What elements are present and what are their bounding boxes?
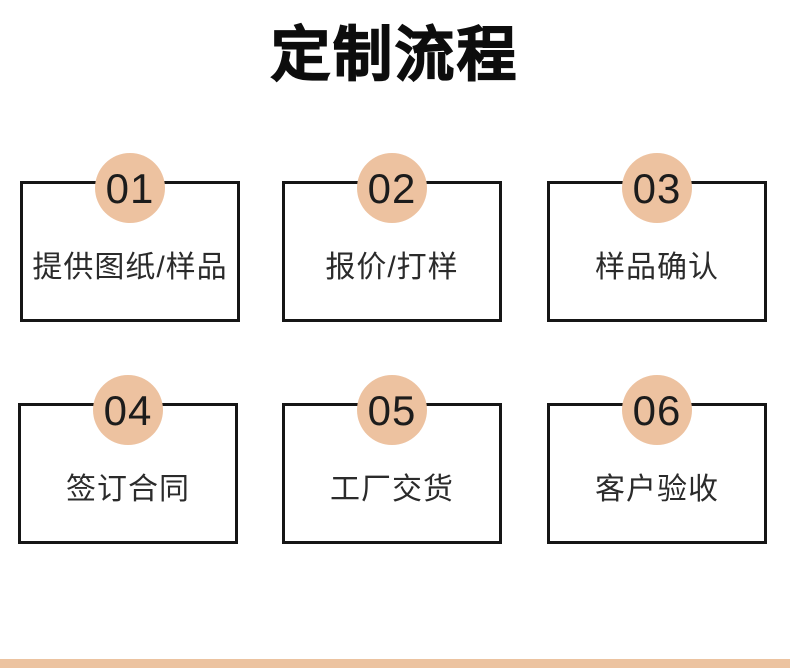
step-label: 提供图纸/样品 [32,251,228,284]
step-number-badge: 05 [357,375,427,445]
step-label: 客户验收 [595,473,719,506]
page-title: 定制流程 [270,21,519,89]
step-label: 工厂交货 [330,473,454,506]
step-label: 报价/打样 [325,251,459,284]
step-number: 05 [367,387,417,434]
step-number: 03 [632,165,682,212]
step-number: 01 [105,165,155,212]
footer-accent-bar [0,659,790,668]
step-label: 签订合同 [66,473,190,506]
step-number-badge: 04 [93,375,163,445]
step-card-5: 05 工厂交货 [282,375,502,544]
step-number: 02 [367,165,417,212]
step-number-badge: 01 [95,153,165,223]
step-card-4: 04 签订合同 [18,375,238,544]
step-number: 06 [632,387,682,434]
step-card-3: 03 样品确认 [547,153,767,322]
step-card-1: 01 提供图纸/样品 [20,153,240,322]
step-number-badge: 03 [622,153,692,223]
step-number-badge: 02 [357,153,427,223]
step-card-2: 02 报价/打样 [282,153,502,322]
step-number-badge: 06 [622,375,692,445]
step-label: 样品确认 [595,251,719,284]
step-number: 04 [103,387,153,434]
step-card-6: 06 客户验收 [547,375,767,544]
